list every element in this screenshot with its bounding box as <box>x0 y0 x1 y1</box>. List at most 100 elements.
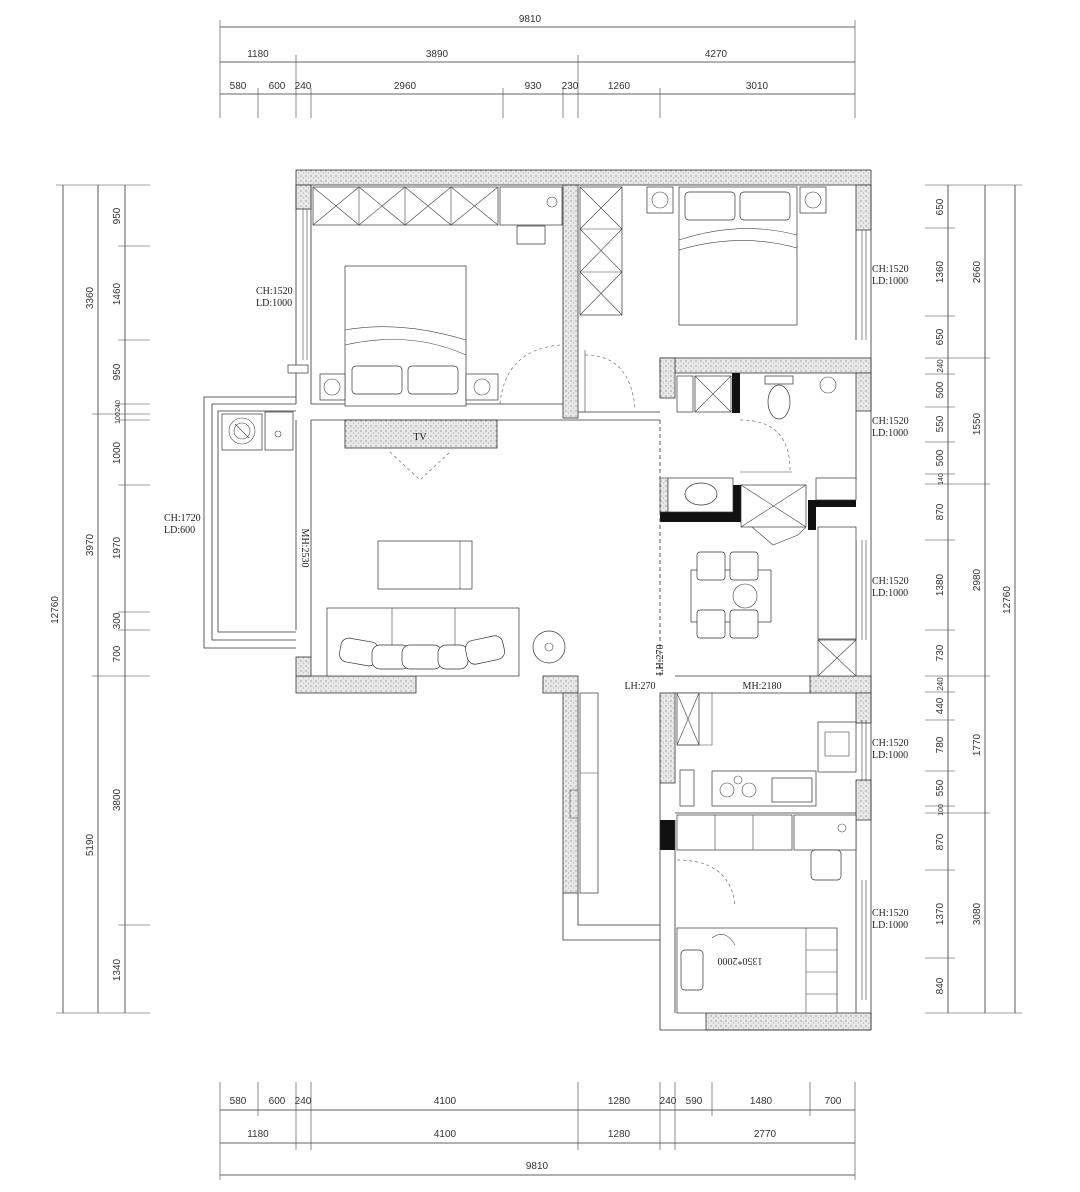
right-inner-dim-5: 500 <box>935 381 946 398</box>
walls <box>295 169 872 1031</box>
coffee-table <box>377 540 473 590</box>
pillow-2 <box>407 365 459 395</box>
bottom-total-dim: 9810 <box>526 1161 549 1172</box>
right-inner-dim-17: 870 <box>935 833 946 850</box>
top-dim-e: 930 <box>525 81 542 92</box>
window-labels: CH:1520 LD:1000 CH:1720 LD:600 CH:1520 L… <box>164 264 909 931</box>
left-mid-dim-1: 3360 <box>85 286 96 309</box>
sofa-cushion-3 <box>401 644 443 670</box>
window-3-ld: LD:1000 <box>872 276 908 287</box>
right-inner-dim-2: 1360 <box>935 260 946 283</box>
window-frames <box>302 209 867 1000</box>
right-inner-dim-11: 730 <box>935 644 946 661</box>
left-inner-dim-10: 3800 <box>112 788 123 811</box>
window-7-ld: LD:1000 <box>872 920 908 931</box>
left-inner-dim-9: 700 <box>112 645 123 662</box>
window-5-ld: LD:1000 <box>872 588 908 599</box>
top-dim-3: 4270 <box>705 49 728 60</box>
top-dim-f: 230 <box>562 81 579 92</box>
chair-3 <box>810 849 842 881</box>
left-outer-dim: 12760 <box>50 596 61 624</box>
right-inner-dim-13: 440 <box>935 697 946 714</box>
bath-cabinet <box>676 375 694 413</box>
window-4-ld: LD:1000 <box>872 428 908 439</box>
corridor-lh-label-2: LH:270 <box>624 681 655 692</box>
top-dim-h: 3010 <box>746 81 769 92</box>
window-5-ch: CH:1520 <box>872 576 909 587</box>
stove-burner-2 <box>741 782 757 798</box>
bottom-dim-f: 240 <box>660 1096 677 1107</box>
right-dimensions: 650 1360 650 240 500 550 500 140 870 138… <box>925 184 1022 1014</box>
bedroom-2 <box>579 186 827 412</box>
right-inner-dim-9: 870 <box>935 503 946 520</box>
dining-chair-1 <box>696 551 726 581</box>
window-1-ch: CH:1520 <box>256 286 293 297</box>
left-inner-dim-8: 300 <box>112 612 123 629</box>
left-inner-dim-4: 240 <box>115 400 122 412</box>
sideboard <box>817 526 857 640</box>
pillow-1 <box>351 365 403 395</box>
left-inner-dim-11: 1340 <box>112 958 123 981</box>
left-mid-dim-2: 3970 <box>85 533 96 556</box>
living-mh-label: MH:2530 <box>299 529 310 568</box>
bottom-dim-c: 240 <box>295 1096 312 1107</box>
bottom-dim-2b: 4100 <box>434 1129 457 1140</box>
bedroom-3: 1350*2000 <box>676 814 857 1014</box>
right-inner-dim-12: 240 <box>936 677 945 691</box>
top-dim-a: 580 <box>230 81 247 92</box>
right-mid-dim-5: 3080 <box>972 902 983 925</box>
sofa-cushion-4 <box>437 644 469 670</box>
toilet-tank <box>764 375 794 385</box>
kitchen-mh-label: MH:2180 <box>743 681 782 692</box>
bottom-dim-b: 600 <box>269 1096 286 1107</box>
right-inner-dim-15: 550 <box>935 779 946 796</box>
dining-chair-3 <box>696 609 726 639</box>
bottom-dim-a: 580 <box>230 1096 247 1107</box>
sofa-cushion-5 <box>465 635 505 665</box>
wardrobe-1 <box>312 186 499 226</box>
window-4-ch: CH:1520 <box>872 416 909 427</box>
window-6-ch: CH:1520 <box>872 738 909 749</box>
pillow-3 <box>684 191 736 221</box>
dining-chair-2 <box>729 551 759 581</box>
wardrobe-3 <box>676 814 793 851</box>
dining-area <box>690 526 857 677</box>
top-dim-d: 2960 <box>394 81 417 92</box>
left-inner-dim-2: 1460 <box>112 282 123 305</box>
fridge <box>817 721 857 773</box>
top-dim-2: 3890 <box>426 49 449 60</box>
top-dim-1: 1180 <box>247 49 269 60</box>
corridor-cabinet <box>569 692 599 894</box>
right-inner-dim-16: 100 <box>938 804 945 816</box>
right-outer-dim: 12760 <box>1002 586 1013 614</box>
left-mid-dim-3: 5190 <box>85 833 96 856</box>
desk-3 <box>793 814 857 851</box>
washing-machine <box>221 413 263 451</box>
right-inner-dim-8: 140 <box>938 473 945 485</box>
right-inner-dim-7: 500 <box>935 449 946 466</box>
corridor-lh-label: LH:270 <box>655 644 666 675</box>
right-mid-dim-3: 2980 <box>972 568 983 591</box>
floor-lamp <box>532 630 566 664</box>
right-inner-dim-19: 840 <box>935 977 946 994</box>
bedroom-1: TV <box>312 186 563 449</box>
right-inner-dim-14: 780 <box>935 736 946 753</box>
bottom-dim-2d: 2770 <box>754 1129 777 1140</box>
right-inner-dim-10: 1380 <box>935 573 946 596</box>
left-inner-dim-5: 100 <box>115 412 122 424</box>
tv-label: TV <box>413 432 427 443</box>
desk-1 <box>499 186 563 226</box>
left-inner-dim-3: 950 <box>112 363 123 380</box>
window-1-ld: LD:1000 <box>256 298 292 309</box>
bottom-dim-g: 590 <box>686 1096 703 1107</box>
pillow-4 <box>739 191 791 221</box>
window-6-ld: LD:1000 <box>872 750 908 761</box>
top-dim-g: 1260 <box>608 81 631 92</box>
right-inner-dim-6: 550 <box>935 415 946 432</box>
toilet <box>767 384 791 420</box>
bottom-dim-i: 700 <box>825 1096 842 1107</box>
right-inner-dim-1: 650 <box>935 198 946 215</box>
top-dim-c: 240 <box>295 81 312 92</box>
left-inner-dim-7: 1970 <box>112 536 123 559</box>
